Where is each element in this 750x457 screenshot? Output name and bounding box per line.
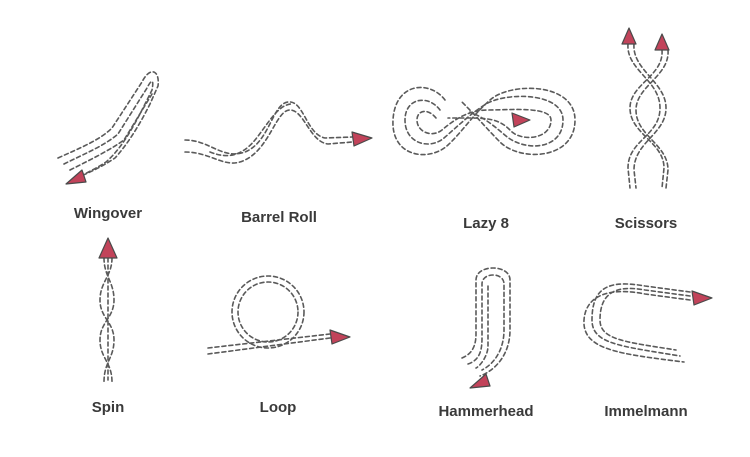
scissors-path-icon	[621, 27, 670, 189]
barrel-roll-label: Barrel Roll	[241, 209, 317, 226]
immelmann-arrowhead	[691, 290, 713, 306]
hammerhead-arrowhead	[469, 373, 491, 389]
scissors-label: Scissors	[615, 215, 678, 232]
hammerhead-label: Hammerhead	[438, 403, 533, 420]
loop-arrowhead	[329, 329, 351, 345]
wingover-path-icon	[57, 71, 160, 185]
hammerhead-path-icon	[461, 267, 511, 389]
wingover-arrowhead	[65, 169, 87, 185]
spin-label: Spin	[92, 399, 125, 416]
scissors-item: Scissors	[615, 27, 678, 232]
barrel-roll-arrowhead	[351, 131, 373, 147]
barrel-roll-item: Barrel Roll	[184, 101, 373, 226]
wingover-label: Wingover	[74, 205, 142, 222]
immelmann-item: Immelmann	[583, 283, 713, 420]
loop-item: Loop	[207, 275, 351, 416]
lazy-8-label: Lazy 8	[463, 215, 509, 232]
loop-path-icon	[207, 275, 351, 355]
lazy-8-arrowhead	[511, 112, 531, 128]
lazy-8-item: Lazy 8	[392, 86, 576, 232]
loop-label: Loop	[260, 399, 297, 416]
scissors-arrowhead-left	[621, 27, 637, 45]
wingover-item: Wingover	[57, 71, 160, 222]
barrel-roll-path-icon	[184, 101, 373, 164]
hammerhead-item: Hammerhead	[438, 267, 534, 420]
spin-path-icon	[98, 237, 118, 383]
spin-item: Spin	[92, 237, 125, 416]
lazy-8-path-icon	[392, 86, 576, 156]
scissors-arrowhead-right	[654, 33, 670, 51]
immelmann-label: Immelmann	[604, 403, 687, 420]
immelmann-path-icon	[583, 283, 713, 363]
spin-arrowhead	[98, 237, 118, 259]
